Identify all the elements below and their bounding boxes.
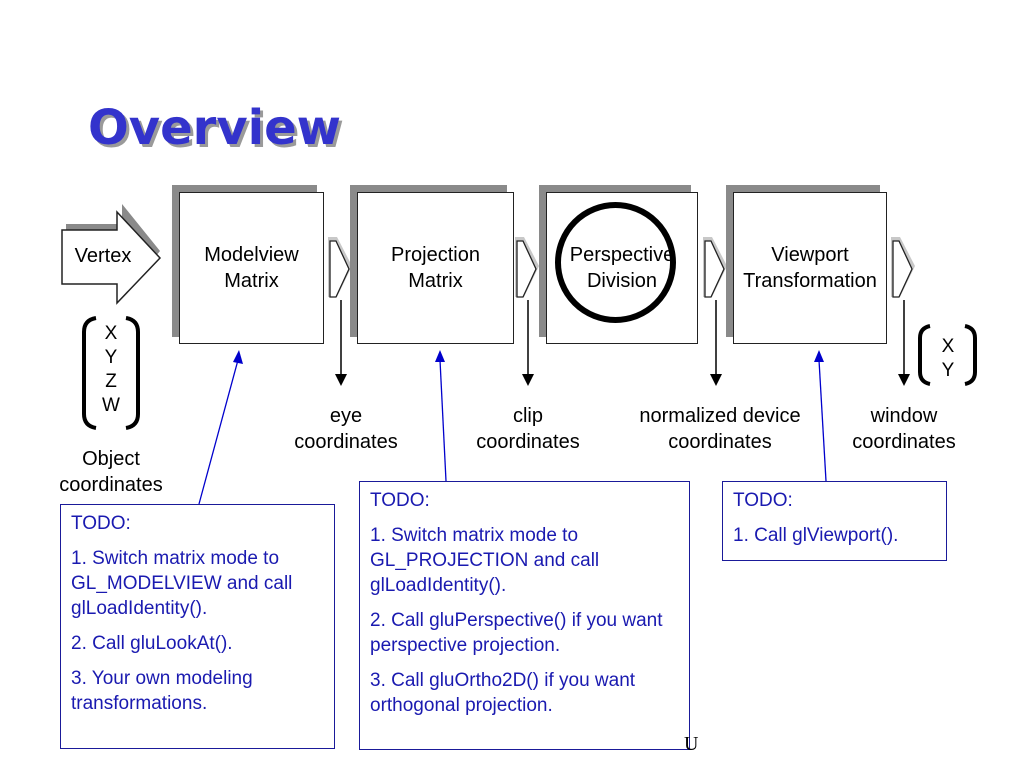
window-vector-brackets	[918, 324, 977, 386]
todo-item: 2. Call gluPerspective() if you want per…	[370, 610, 663, 656]
todo-item: 2. Call gluLookAt().	[71, 633, 233, 654]
clip-coordinates-label: clip coordinates	[476, 405, 580, 453]
viewport-transformation-label: Viewport Transformation	[743, 244, 877, 292]
todo-item: 3. Call gluOrtho2D() if you want orthogo…	[370, 670, 636, 716]
todo-header: TODO:	[733, 490, 793, 511]
todo-item: 3. Your own modeling transformations.	[71, 668, 253, 714]
object-vector: X Y Z W	[102, 323, 120, 416]
division-circle	[555, 202, 676, 323]
object-coordinates-label: Object coordinates	[59, 448, 163, 496]
todo-projection-box: TODO: 1. Switch matrix mode to GL_PROJEC…	[359, 481, 690, 750]
perspective-division-box: Perspective Division	[546, 192, 698, 344]
object-vector-brackets	[82, 316, 140, 430]
todo-header: TODO:	[71, 513, 131, 534]
todo-modelview-box: TODO: 1. Switch matrix mode to GL_MODELV…	[60, 504, 335, 749]
projection-matrix-box: Projection Matrix	[357, 192, 514, 344]
output-arrows	[335, 300, 910, 386]
perspective-division-label: Perspective Division	[569, 244, 675, 292]
todo-item: 1. Switch matrix mode to GL_PROJECTION a…	[370, 525, 600, 596]
modelview-matrix-box: Modelview Matrix	[179, 192, 324, 344]
window-vector: X Y	[941, 336, 955, 381]
vertex-arrow-shape	[61, 210, 162, 305]
window-coordinates-label: window coordinates	[852, 405, 956, 453]
todo-header: TODO:	[370, 490, 430, 511]
modelview-matrix-label: Modelview Matrix	[204, 244, 299, 292]
todo-viewport-box: TODO: 1. Call glViewport().	[722, 481, 947, 561]
footer-fragment: U	[684, 733, 699, 755]
viewport-transformation-box: Viewport Transformation	[733, 192, 887, 344]
todo-item: 1. Switch matrix mode to GL_MODELVIEW an…	[71, 548, 293, 619]
eye-coordinates-label: eye coordinates	[294, 405, 398, 453]
ndc-label: normalized device coordinates	[639, 405, 801, 453]
todo-item: 1. Call glViewport().	[733, 525, 899, 546]
projection-matrix-label: Projection Matrix	[391, 244, 480, 292]
page-title: Overview	[88, 100, 341, 156]
chevron-connectors	[328, 237, 915, 298]
vertex-label: Vertex	[74, 245, 132, 267]
todo-pointers	[198, 350, 827, 505]
